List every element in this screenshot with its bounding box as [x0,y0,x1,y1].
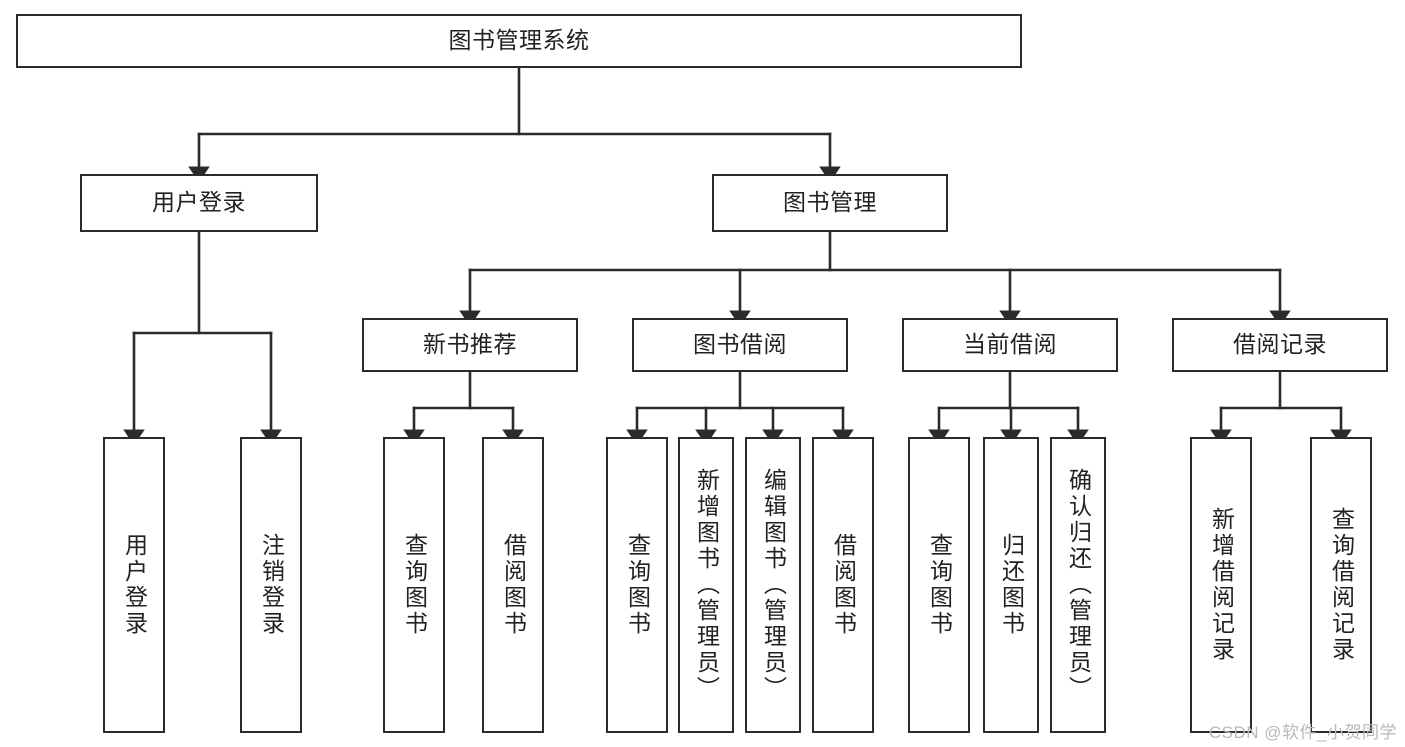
watermark: CSDN @软件_小贺同学 [1208,723,1397,742]
leaf-query-book-2[interactable]: 查询图书 [606,437,668,733]
node-new-book-recommend-label: 新书推荐 [423,331,517,358]
leaf-add-book[interactable]: 新增图书（管理员） [678,437,734,733]
node-user-login[interactable]: 用户登录 [80,174,318,232]
leaf-logout[interactable]: 注销登录 [240,437,302,733]
leaf-query-book-3-label: 查询图书 [926,533,953,637]
leaf-query-borrow-record[interactable]: 查询借阅记录 [1310,437,1372,733]
leaf-edit-book-label: 编辑图书（管理员） [760,468,787,702]
leaf-add-borrow-record[interactable]: 新增借阅记录 [1190,437,1252,733]
leaf-confirm-return[interactable]: 确认归还（管理员） [1050,437,1106,733]
leaf-edit-book[interactable]: 编辑图书（管理员） [745,437,801,733]
node-book-borrow[interactable]: 图书借阅 [632,318,848,372]
leaf-query-borrow-record-label: 查询借阅记录 [1328,507,1355,663]
node-borrow-record[interactable]: 借阅记录 [1172,318,1388,372]
leaf-query-book-1-label: 查询图书 [401,533,428,637]
node-root[interactable]: 图书管理系统 [16,14,1022,68]
node-user-login-label: 用户登录 [152,189,246,216]
leaf-return-book[interactable]: 归还图书 [983,437,1039,733]
leaf-add-borrow-record-label: 新增借阅记录 [1208,507,1235,663]
node-current-borrow-label: 当前借阅 [963,331,1057,358]
leaf-borrow-book-2[interactable]: 借阅图书 [812,437,874,733]
node-current-borrow[interactable]: 当前借阅 [902,318,1118,372]
leaf-query-book-1[interactable]: 查询图书 [383,437,445,733]
node-book-manage-label: 图书管理 [783,189,877,216]
leaf-borrow-book-1[interactable]: 借阅图书 [482,437,544,733]
leaf-query-book-3[interactable]: 查询图书 [908,437,970,733]
node-new-book-recommend[interactable]: 新书推荐 [362,318,578,372]
node-root-label: 图书管理系统 [448,27,590,54]
leaf-add-book-label: 新增图书（管理员） [693,468,720,702]
node-borrow-record-label: 借阅记录 [1233,331,1327,358]
leaf-return-book-label: 归还图书 [998,533,1025,637]
node-book-borrow-label: 图书借阅 [693,331,787,358]
leaf-confirm-return-label: 确认归还（管理员） [1065,468,1092,702]
leaf-user-login[interactable]: 用户登录 [103,437,165,733]
leaf-borrow-book-1-label: 借阅图书 [500,533,527,637]
leaf-query-book-2-label: 查询图书 [624,533,651,637]
node-book-manage[interactable]: 图书管理 [712,174,948,232]
leaf-logout-label: 注销登录 [258,533,285,637]
leaf-borrow-book-2-label: 借阅图书 [830,533,857,637]
leaf-user-login-label: 用户登录 [121,533,148,637]
